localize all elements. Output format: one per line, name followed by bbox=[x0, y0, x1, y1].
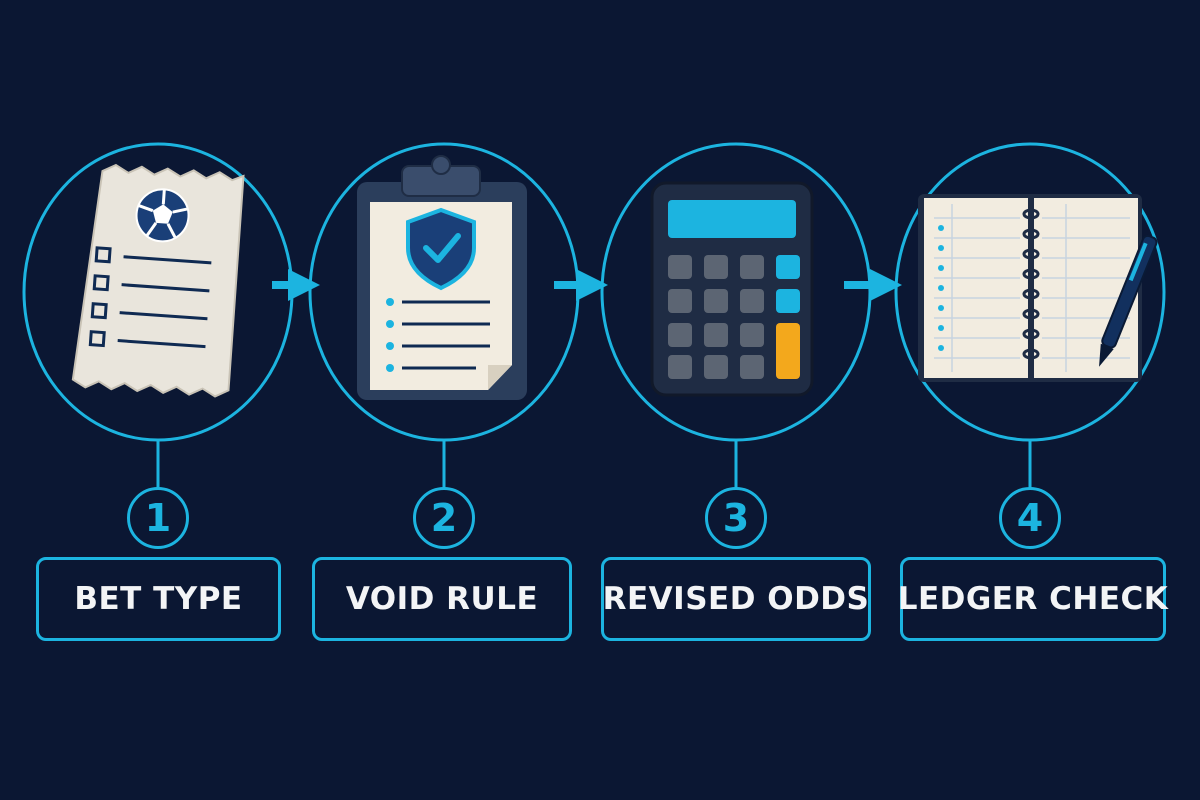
step-label-revised-odds: REVISED ODDS bbox=[601, 557, 871, 641]
bet-slip-icon bbox=[71, 163, 245, 398]
step-number-1: 1 bbox=[127, 487, 189, 549]
calculator-icon bbox=[650, 181, 814, 397]
step-label-ledger-check: LEDGER CHECK bbox=[898, 557, 1168, 641]
step-label-bet-type: BET TYPE bbox=[36, 557, 281, 641]
notebook-pen-icon bbox=[918, 194, 1158, 382]
step-number-2: 2 bbox=[413, 487, 475, 549]
clipboard-shield-icon bbox=[357, 155, 527, 400]
step-label-void-rule: VOID RULE bbox=[312, 557, 572, 641]
step-number-3: 3 bbox=[705, 487, 767, 549]
step-number-4: 4 bbox=[999, 487, 1061, 549]
